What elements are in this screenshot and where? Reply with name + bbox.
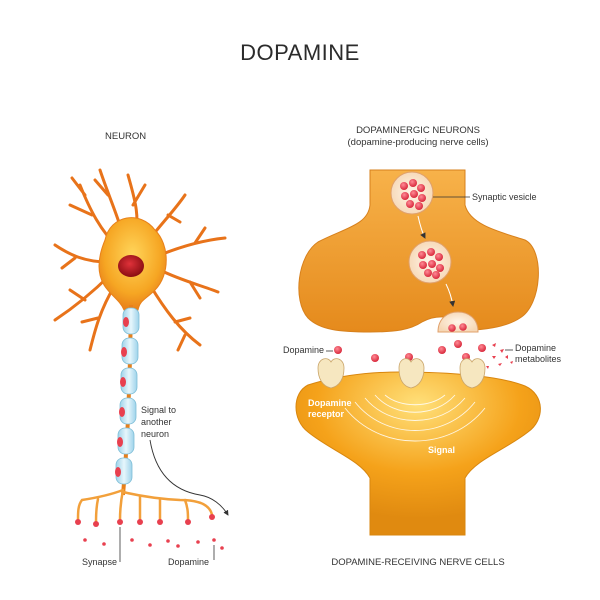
myelin-sheath: [115, 307, 140, 485]
synapse-illustration: [295, 169, 541, 536]
nodes-of-ranvier: [115, 317, 129, 477]
synapse-dopamine-label: Dopamine: [283, 345, 325, 355]
metabolites-label-2: metabolites: [515, 354, 562, 364]
synaptic-vesicle-label: Synaptic vesicle: [472, 192, 537, 202]
dopamine-receptor-2: [398, 358, 425, 389]
page-title: DOPAMINE: [240, 40, 360, 65]
vesicle-path-arrow-1: [417, 215, 426, 239]
signal-label: Signal: [428, 445, 456, 455]
signal-waves: [344, 394, 486, 442]
signal-arrow: [149, 439, 229, 516]
dopaminergic-heading: DOPAMINERGIC NEURONS: [356, 125, 480, 136]
dopaminergic-subheading: (dopamine-producing nerve cells): [347, 137, 489, 148]
cleft-dopamine: [334, 340, 486, 362]
synapse-label: Synapse: [82, 557, 118, 567]
released-dopamine: [83, 538, 224, 550]
dopamine-receptor-3: [459, 358, 486, 389]
vesicle-path-arrow-2: [445, 283, 456, 307]
neuron-dopamine-label: Dopamine: [168, 557, 210, 567]
metabolites-label-1: Dopamine: [515, 343, 557, 353]
dopamine-receptor-1: [317, 358, 345, 389]
synaptic-vesicle-1: [390, 171, 434, 215]
signal-to-label-3: neuron: [141, 429, 170, 439]
receiving-cells-footer: DOPAMINE-RECEIVING NERVE CELLS: [331, 557, 505, 568]
axon-terminals: [76, 488, 214, 524]
synaptic-vesicle-2: [408, 240, 452, 284]
postsynaptic-cell: [295, 371, 541, 536]
receptor-label-2: receptor: [308, 409, 345, 419]
neuron-illustration: [53, 168, 229, 562]
signal-to-label-2: another: [141, 417, 172, 427]
dopamine-metabolites: [486, 343, 513, 369]
terminal-buttons: [75, 514, 215, 527]
signal-to-label-1: Signal to: [141, 405, 177, 415]
receptor-label-1: Dopamine: [308, 398, 352, 408]
neuron-heading: NEURON: [105, 131, 147, 142]
nucleus: [118, 255, 144, 277]
fusing-vesicle: [437, 311, 479, 333]
